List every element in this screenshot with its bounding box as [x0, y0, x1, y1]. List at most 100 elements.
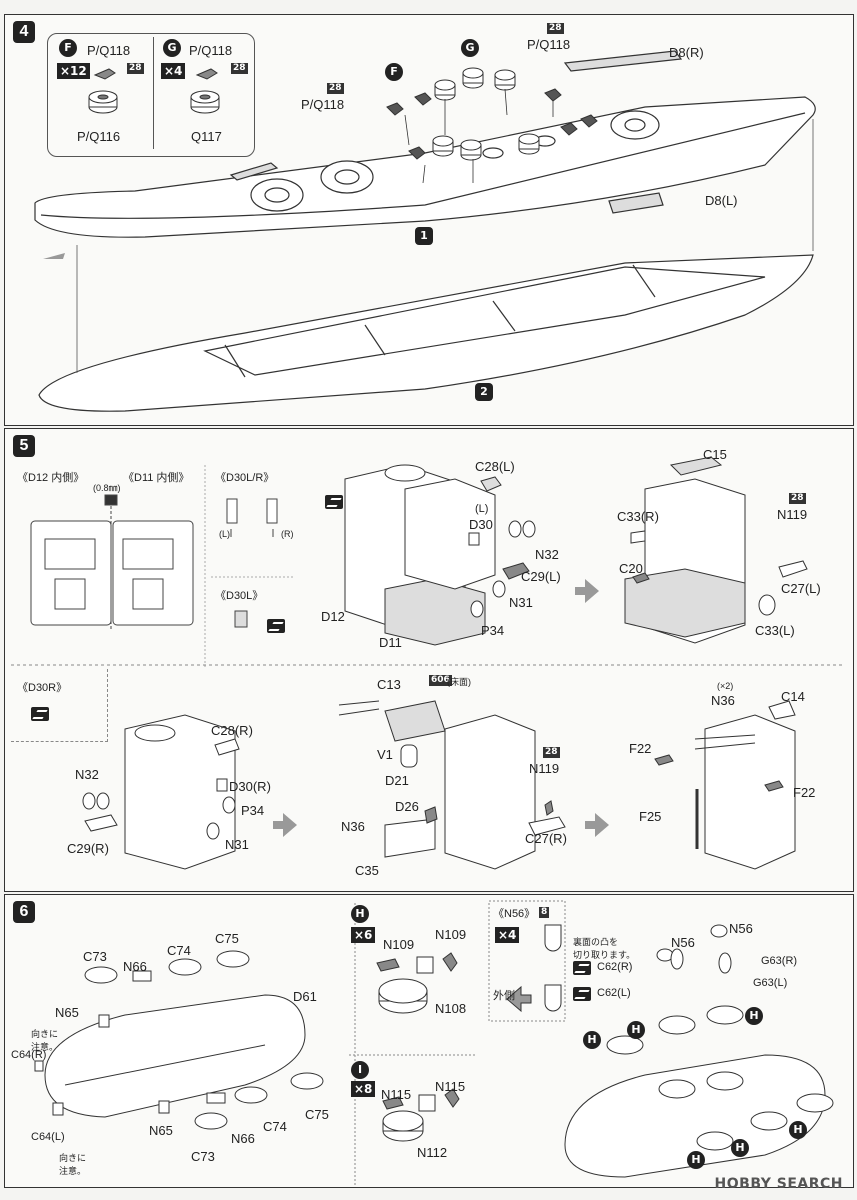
label-c29r: C29(R)	[67, 841, 109, 856]
label-n36-b: N36	[711, 693, 735, 708]
cement-icon	[573, 987, 591, 1001]
label-n31-b: N31	[225, 837, 249, 852]
circle-1: 1	[415, 227, 433, 245]
count-F: ×12	[57, 63, 90, 79]
label-outer: 外側	[493, 990, 515, 1002]
tag-28-b: 28	[543, 747, 560, 758]
label-n56a: N56	[671, 935, 695, 950]
label-pq118: P/Q118	[87, 43, 131, 58]
label-pq118-right: P/Q118	[527, 37, 571, 52]
badge-H-2: H	[627, 1021, 645, 1039]
cement-icon	[573, 961, 591, 975]
badge-F-pointer: F	[385, 63, 403, 81]
bridge-drawing	[11, 456, 845, 870]
tag-28-right: 28	[547, 23, 564, 34]
label-f22a: F22	[629, 741, 652, 756]
label-n109b: N109	[435, 927, 467, 942]
label-n56-title: 《N56》	[493, 908, 536, 920]
label-d30-r: (R)	[281, 529, 294, 539]
cement-icon	[267, 619, 285, 633]
badge-I: I	[351, 1061, 369, 1079]
label-d30r: 《D30R》	[17, 682, 68, 694]
label-g63r: G63(R)	[761, 955, 798, 967]
d30r-box	[11, 669, 108, 742]
label-n66: N66	[123, 959, 147, 974]
tag-28-g: 28	[231, 63, 248, 74]
label-p34: P34	[481, 623, 505, 638]
badge-F: F	[59, 39, 77, 57]
label-c75-b: C75	[305, 1107, 329, 1122]
tag-28: 28	[127, 63, 144, 74]
label-c27r: C27(R)	[525, 831, 567, 846]
label-n32: N32	[535, 547, 559, 562]
label-d30-l: (L)	[219, 529, 230, 539]
label-v1: V1	[377, 747, 393, 762]
label-l-mark: (L)	[475, 503, 489, 515]
label-g63l: G63(L)	[753, 977, 788, 989]
label-n32-b: N32	[75, 767, 99, 782]
cement-icon	[325, 495, 343, 509]
count-G: ×4	[161, 63, 186, 79]
label-pq118-g: P/Q118	[189, 43, 233, 58]
label-n115a: N115	[381, 1087, 412, 1102]
label-c33r: C33(R)	[617, 509, 659, 524]
badge-H-5: H	[789, 1121, 807, 1139]
count-n56: ×4	[495, 927, 520, 943]
label-d11: D11	[379, 635, 402, 650]
hull-drawing	[34, 50, 816, 412]
label-d30r-b: D30(R)	[229, 779, 271, 794]
tag-28: 28	[789, 493, 806, 504]
label-n112: N112	[417, 1145, 448, 1160]
badge-G: G	[163, 39, 181, 57]
badge-H-4: H	[731, 1139, 749, 1157]
tag-28-left: 28	[327, 83, 344, 94]
label-c73-b: C73	[191, 1149, 215, 1164]
label-pq118-left: P/Q118	[301, 97, 345, 112]
label-c29l: C29(L)	[521, 569, 561, 584]
label-d8r: D8(R)	[669, 45, 704, 60]
step-number: 5	[13, 435, 35, 457]
inset-box	[47, 33, 255, 157]
label-c64r: C64(R)	[11, 1049, 47, 1061]
label-d12-inner: 《D12 内側》	[17, 472, 85, 484]
count-H: ×6	[351, 927, 376, 943]
label-floor: (床面)	[447, 677, 471, 687]
label-f25: F25	[639, 809, 662, 824]
label-n36: N36	[341, 819, 365, 834]
label-d30l: 《D30L》	[215, 590, 264, 602]
label-n65: N65	[55, 1005, 79, 1020]
label-d12: D12	[321, 609, 345, 624]
label-d61: D61	[293, 989, 317, 1004]
watermark: HOBBY SEARCH	[714, 1176, 843, 1192]
label-n31: N31	[509, 595, 533, 610]
label-d30lr: 《D30L/R》	[215, 472, 275, 484]
label-c75: C75	[215, 931, 239, 946]
label-p34-b: P34	[241, 803, 265, 818]
label-n115b: N115	[435, 1079, 466, 1094]
count-I: ×8	[351, 1081, 376, 1097]
circle-2: 2	[475, 383, 493, 401]
label-d21: D21	[385, 773, 409, 788]
badge-H-1: H	[583, 1031, 601, 1049]
label-n108: N108	[435, 1001, 467, 1016]
base-drawing	[34, 900, 834, 1185]
label-c62l: C62(L)	[597, 987, 631, 999]
label-n65-b: N65	[149, 1123, 173, 1138]
label-n119-b: N119	[529, 761, 560, 776]
label-c13: C13	[377, 677, 401, 692]
label-n119: N119	[777, 507, 808, 522]
badge-H-6: H	[687, 1151, 705, 1169]
label-pq116: P/Q116	[77, 129, 121, 144]
label-c74-b: C74	[263, 1119, 287, 1134]
step-number: 6	[13, 901, 35, 923]
label-d26: D26	[395, 799, 419, 814]
step-6-panel: 6	[4, 894, 854, 1188]
label-c73: C73	[83, 949, 107, 964]
step-number: 4	[13, 21, 35, 43]
label-c28r: C28(R)	[211, 723, 253, 738]
label-hole-size: (0.8㎜)	[93, 483, 121, 493]
tag-606: 606	[429, 675, 452, 686]
badge-H: H	[351, 905, 369, 923]
label-c62r: C62(R)	[597, 961, 633, 973]
badge-G-pointer: G	[461, 39, 479, 57]
